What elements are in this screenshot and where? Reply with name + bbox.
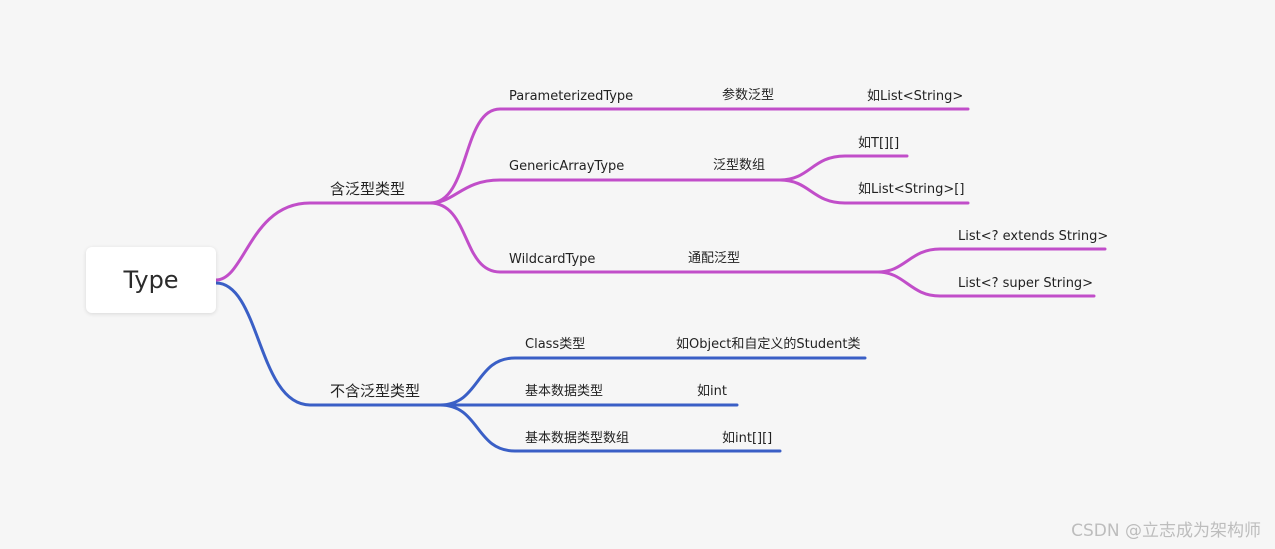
node-class-example: 如Object和自定义的Student类 — [676, 337, 861, 352]
connector-generic-wildcard — [428, 201, 880, 274]
node-wildcard-example-2: List<? super String> — [958, 276, 1094, 291]
node-genericarray-example-2: 如List<String>[] — [858, 182, 965, 197]
node-wildcard-example-1: List<? extends String> — [958, 229, 1109, 244]
node-class-type: Class类型 — [525, 337, 586, 352]
watermark: CSDN @立志成为架构师 — [1071, 521, 1261, 541]
node-primitive-type: 基本数据类型 — [525, 384, 604, 399]
node-genericarray-desc: 泛型数组 — [713, 158, 766, 173]
connector-generic-genericarray — [428, 178, 782, 205]
connector-wildcard-example-1 — [876, 247, 1107, 274]
node-primitive-example: 如int — [697, 384, 727, 399]
node-primitive-array-type: 基本数据类型数组 — [525, 431, 630, 446]
node-wildcard-desc: 通配泛型 — [688, 251, 741, 266]
connector-genericarray-example-1 — [778, 154, 909, 182]
root-label: Type — [123, 266, 179, 294]
node-primitive-array-example: 如int[][] — [722, 431, 773, 446]
connector-genericarray-example-2 — [778, 178, 970, 205]
connector-generic-parameterized — [428, 107, 970, 205]
node-parameterized-desc: 参数泛型 — [722, 88, 775, 103]
connector-plain-class — [438, 356, 867, 407]
connector-wildcard-example-2 — [876, 270, 1096, 298]
connector-plain-primitive-array — [438, 403, 782, 453]
connector-root-plain — [214, 281, 442, 407]
branch-generic-label: 含泛型类型 — [330, 180, 406, 198]
branch-plain-label: 不含泛型类型 — [330, 382, 421, 400]
node-genericarray-type: GenericArrayType — [509, 159, 625, 174]
node-parameterized-example: 如List<String> — [867, 89, 964, 104]
root-node: Type — [86, 247, 216, 313]
node-wildcard-type: WildcardType — [509, 252, 596, 267]
node-parameterized-type: ParameterizedType — [509, 89, 634, 104]
node-genericarray-example-1: 如T[][] — [858, 136, 900, 151]
connector-root-generic — [214, 201, 432, 282]
